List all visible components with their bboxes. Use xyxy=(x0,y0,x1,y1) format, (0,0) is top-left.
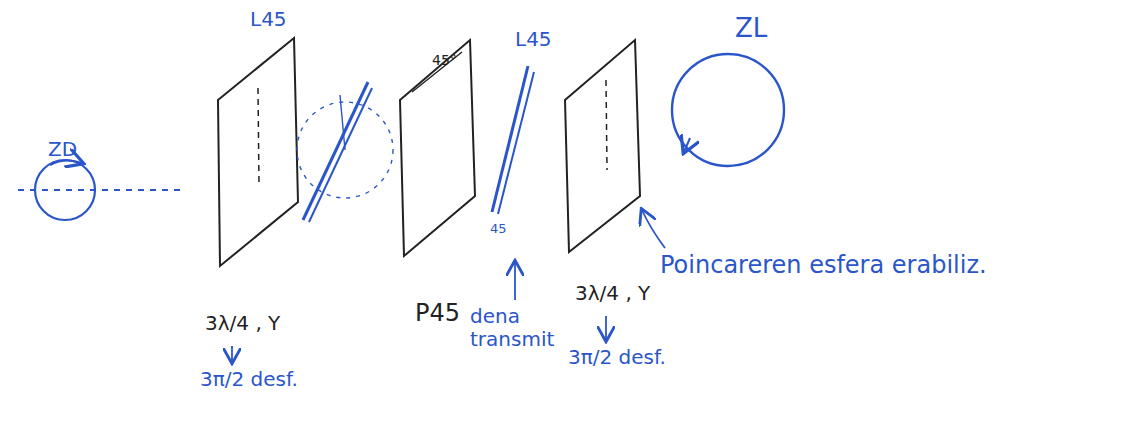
annotation-note: Poincareren esfera erabiliz. xyxy=(660,252,987,280)
polarization-label: ZD xyxy=(48,138,77,161)
transmission-axis xyxy=(412,52,462,92)
rotation-arrow xyxy=(684,138,690,152)
fast-axis xyxy=(258,88,259,185)
polarizer xyxy=(400,40,475,256)
phase-note: 3π/2 desf. xyxy=(200,368,298,391)
angle-label: 45 xyxy=(490,222,507,237)
leader-arrow xyxy=(231,346,233,362)
leader-arrow xyxy=(514,262,516,300)
waveplate xyxy=(565,40,640,252)
waveplate xyxy=(218,38,298,266)
leader-arrow xyxy=(605,316,607,340)
linear-polarization xyxy=(303,82,368,220)
linear-polarization xyxy=(498,72,534,214)
rotation-arrow xyxy=(50,160,82,165)
component-label: 3λ/4 , Y xyxy=(205,312,280,335)
phase-note: 3π/2 desf. xyxy=(568,346,666,369)
polarization-label: L45 xyxy=(515,28,552,51)
fast-axis xyxy=(606,80,607,170)
linear-polarization xyxy=(309,88,372,222)
component-label: P45 xyxy=(415,300,460,328)
polarization-label: ZL xyxy=(735,14,767,44)
annotation-note: dena transmit xyxy=(470,305,570,351)
leader-arrow xyxy=(642,210,665,248)
angle-label: 45° xyxy=(432,52,457,68)
angle-mark xyxy=(340,95,345,150)
input-polarization-circle xyxy=(35,160,95,220)
output-polarization-circle xyxy=(672,54,784,166)
polarization-label: L45 xyxy=(250,8,287,31)
linear-polarization xyxy=(492,66,528,212)
component-label: 3λ/4 , Y xyxy=(575,282,650,305)
beam-axis xyxy=(18,189,180,191)
